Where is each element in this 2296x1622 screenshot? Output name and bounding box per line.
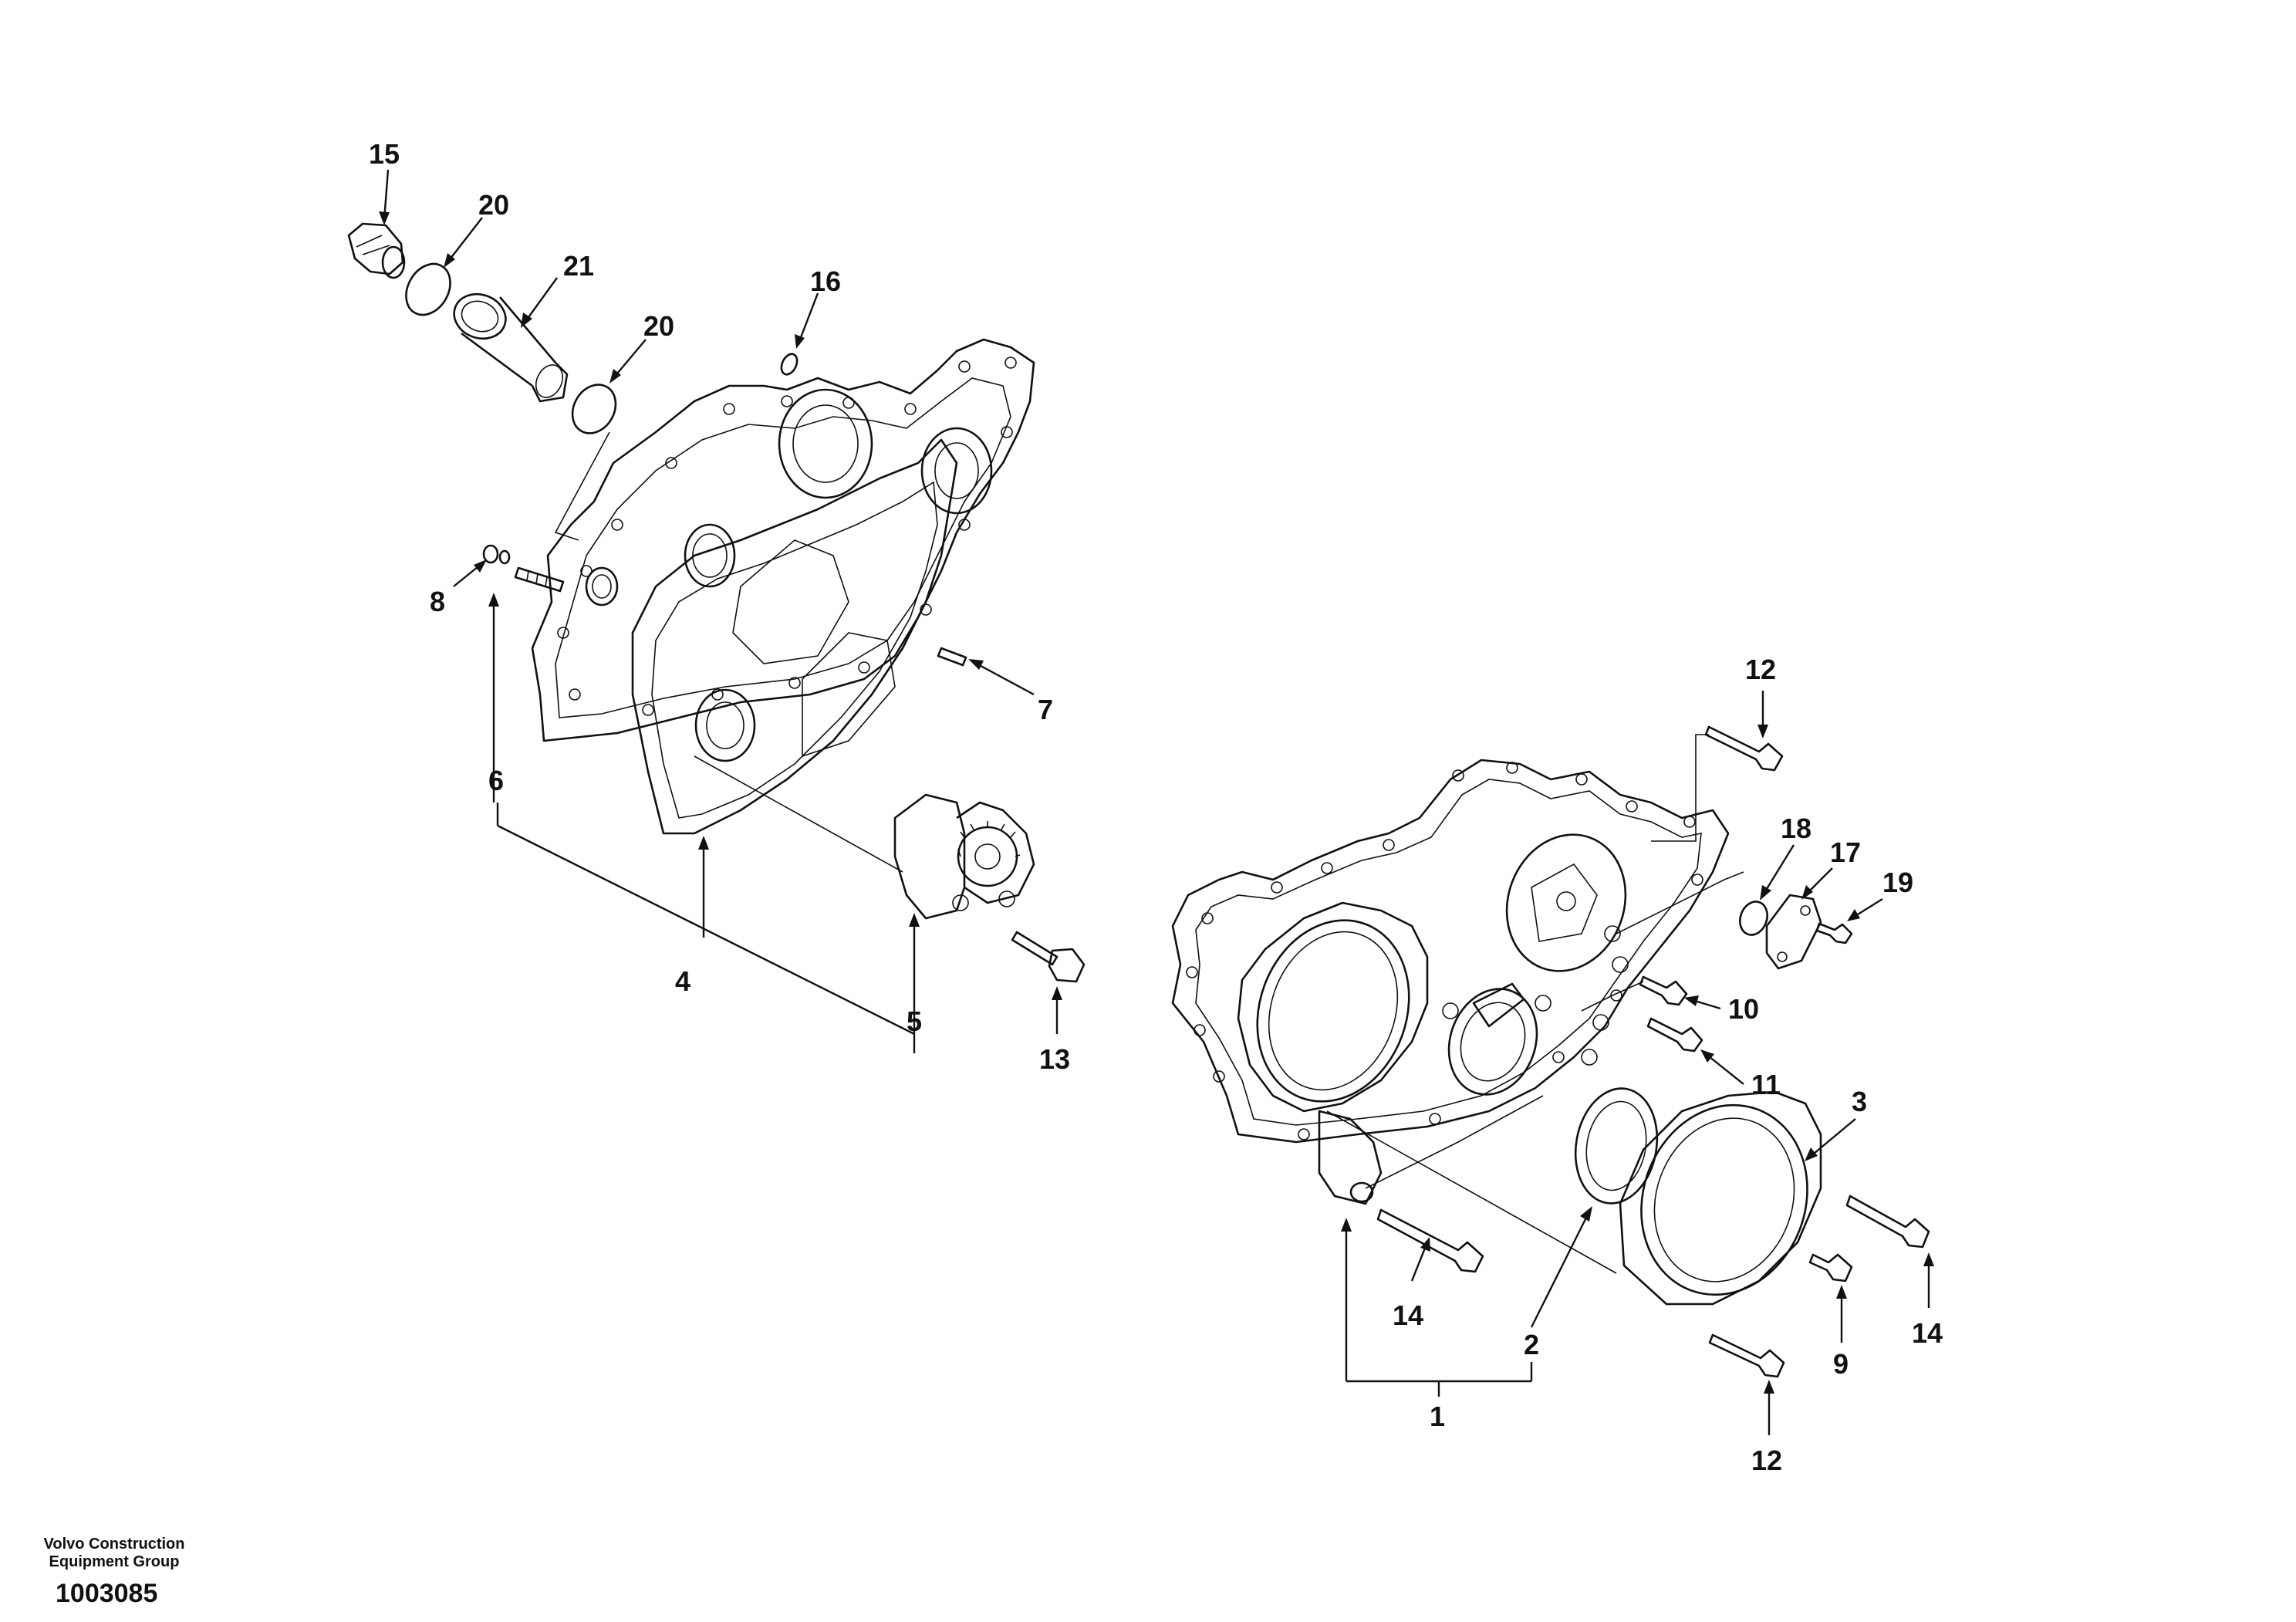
callout-14: 14 (1393, 1299, 1423, 1331)
leader-lines (379, 169, 1934, 1435)
filler-cap-part (347, 222, 406, 279)
bolt-part (1808, 1253, 1853, 1282)
bolt-part (1708, 1333, 1785, 1378)
callout-17: 17 (1830, 836, 1861, 868)
callout-1: 1 (1430, 1401, 1445, 1432)
nut-part (482, 544, 511, 565)
bolt-part (1376, 1208, 1484, 1273)
callout-12: 12 (1745, 654, 1776, 685)
gear-case-part (631, 438, 958, 835)
callout-7: 7 (1038, 694, 1053, 725)
callout-10: 10 (1728, 993, 1759, 1025)
gasket-part (531, 338, 1035, 742)
company-name-line2: Equipment Group (49, 1553, 180, 1570)
callout-11: 11 (1751, 1069, 1781, 1100)
callout-4: 4 (675, 965, 690, 997)
timing-cover-part (1171, 759, 1730, 1144)
company-name-line1: Volvo Construction (43, 1536, 185, 1553)
o-ring-part (405, 262, 451, 316)
callout-3: 3 (1852, 1086, 1867, 1117)
callout-2: 2 (1524, 1329, 1539, 1360)
bolt-part (1845, 1195, 1930, 1249)
cover-plate-part (1619, 1090, 1822, 1306)
callout-6: 6 (488, 765, 504, 796)
oil-pump-part (893, 793, 1035, 920)
callout-18: 18 (1781, 813, 1811, 844)
callout-5: 5 (907, 1005, 922, 1037)
stud-part (514, 566, 565, 593)
callout-14: 14 (1912, 1317, 1943, 1349)
callout-15: 15 (369, 138, 400, 170)
filler-tube-part (453, 292, 569, 403)
crank-seal-part (1447, 988, 1538, 1096)
bolt-part (1639, 975, 1688, 1006)
left-assembly (347, 222, 1086, 983)
o-ring-small-part (780, 353, 799, 376)
callout-8: 8 (430, 586, 445, 617)
o-ring-part (571, 384, 617, 434)
cover-17-part (1765, 894, 1822, 970)
dowel-pin-part (937, 647, 967, 667)
drawing-number: 1003085 (56, 1579, 158, 1608)
bolt-part (1011, 931, 1086, 983)
oil-seal-part (1574, 1087, 1659, 1205)
callout-20: 20 (643, 310, 674, 342)
right-assembly (1171, 725, 1930, 1378)
callout-21: 21 (563, 250, 594, 282)
callout-9: 9 (1833, 1348, 1849, 1380)
cover-holes (1186, 762, 1703, 1140)
bolt-part (1704, 725, 1784, 772)
callout-13: 13 (1039, 1043, 1070, 1075)
callout-19: 19 (1882, 867, 1913, 898)
bolt-part (1646, 1017, 1703, 1053)
footer: Volvo Construction Equipment Group 10030… (29, 1536, 199, 1609)
callout-12: 12 (1751, 1445, 1782, 1476)
callout-16: 16 (810, 265, 841, 297)
bolt-part (1815, 922, 1853, 944)
o-ring-part (1739, 901, 1768, 936)
callout-20: 20 (478, 189, 509, 221)
callout-labels: 15 20 21 20 16 8 7 6 4 5 13 12 18 17 19 … (369, 138, 1943, 1476)
gear-housing-part (1237, 901, 1429, 1113)
